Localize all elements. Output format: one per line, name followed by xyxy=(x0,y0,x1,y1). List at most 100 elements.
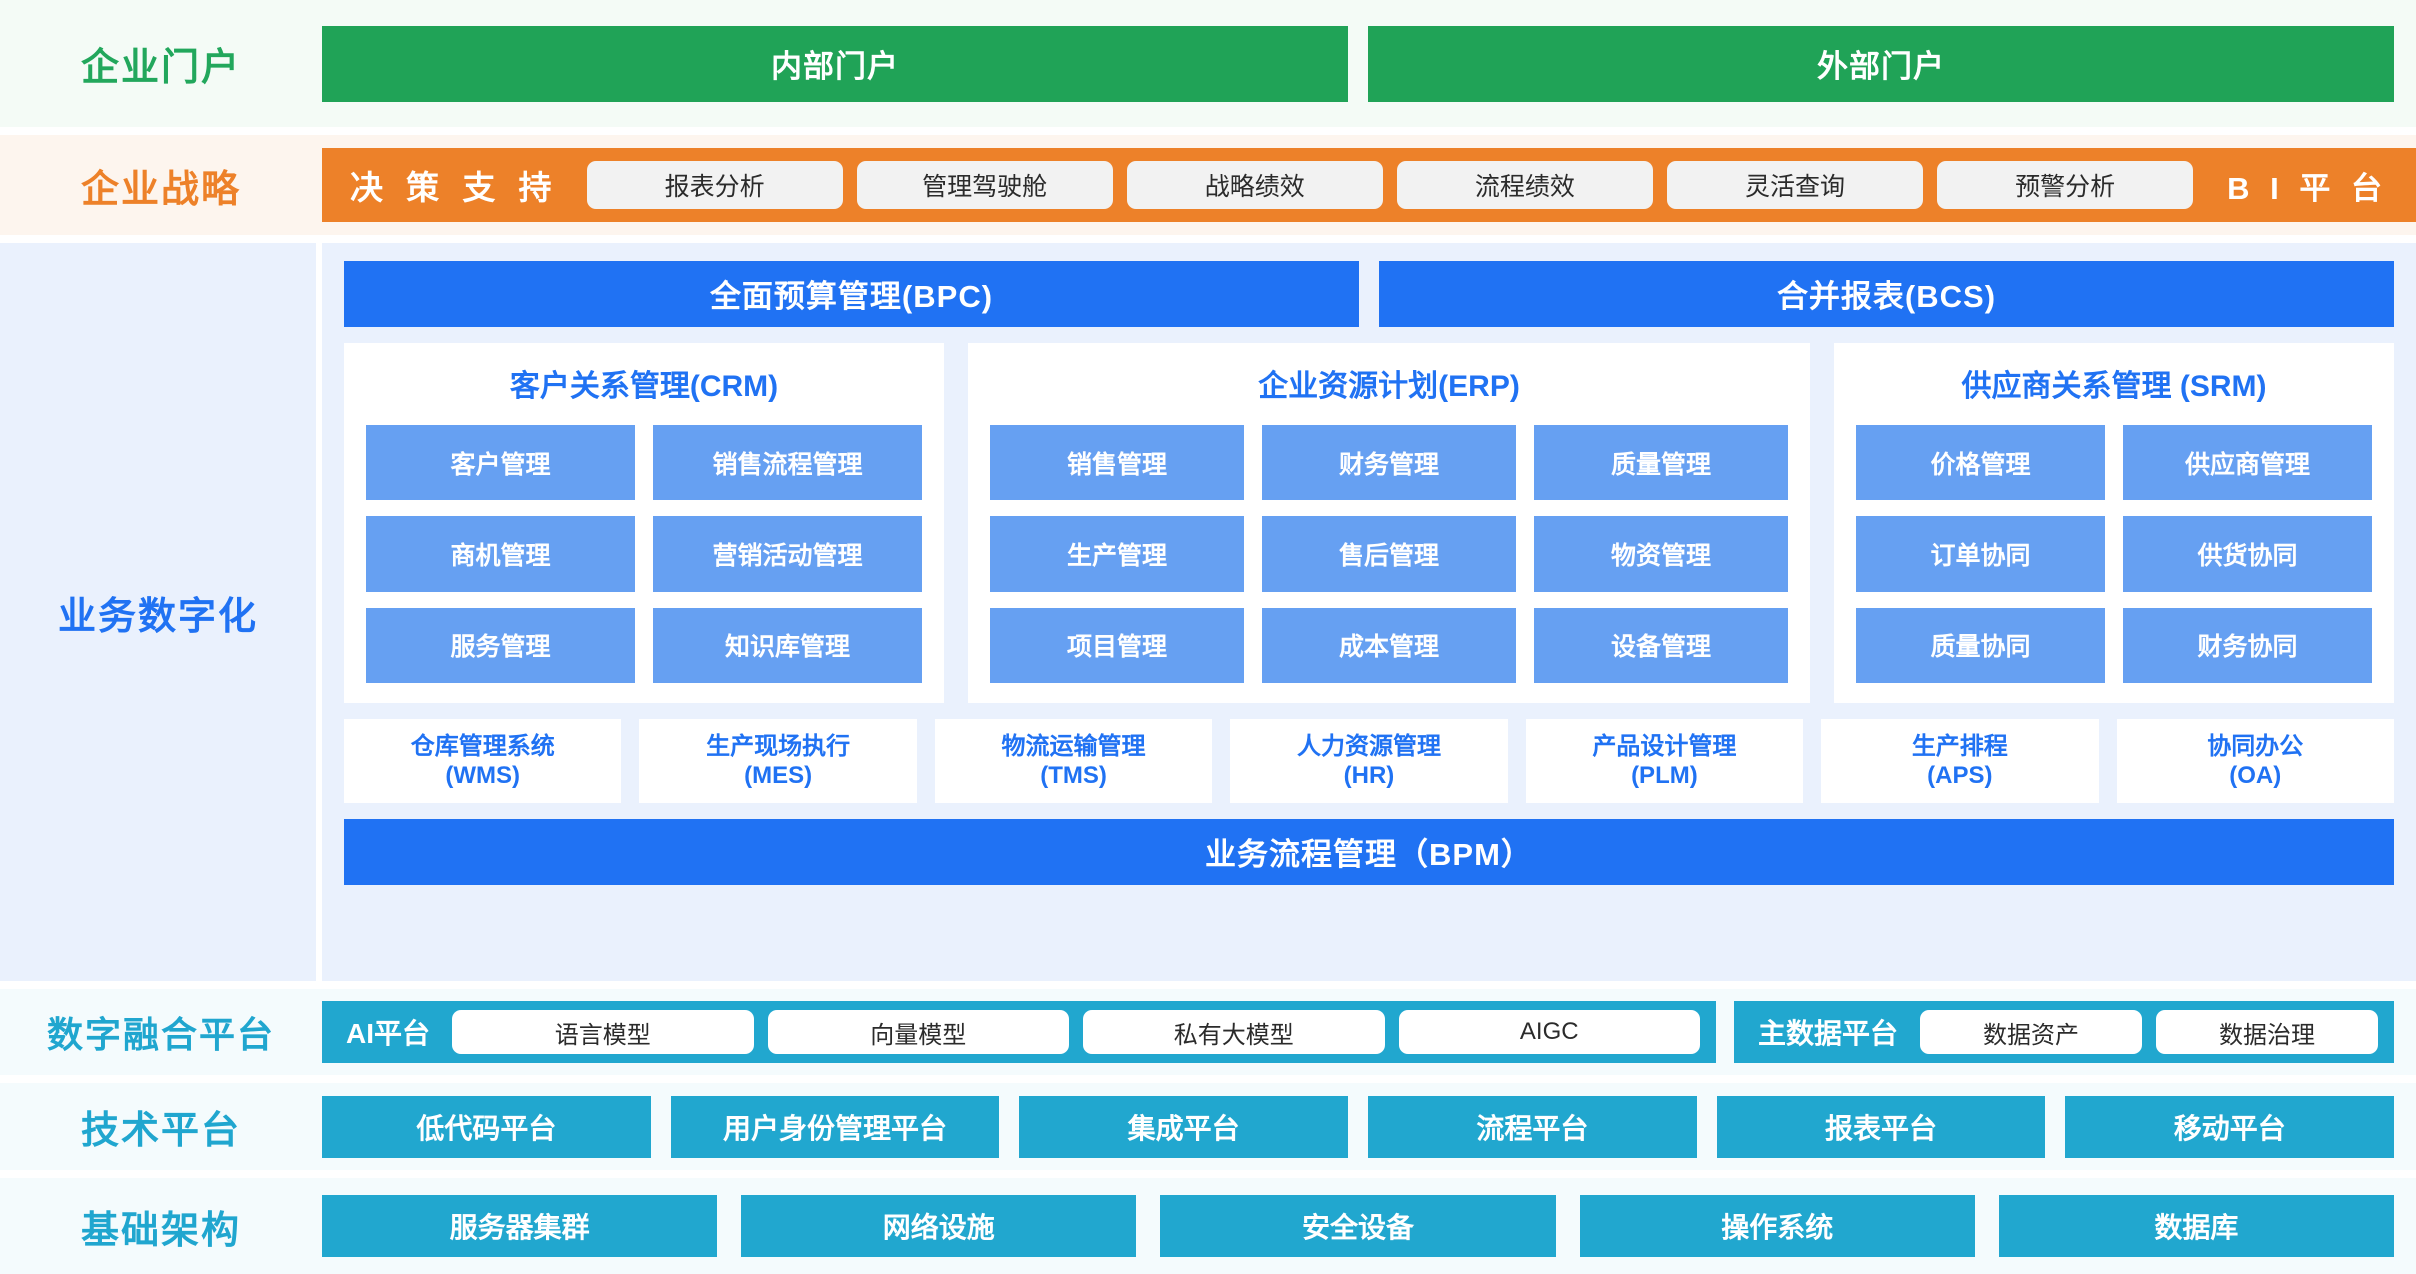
system-mes-abbr: (MES) xyxy=(744,761,813,789)
system-aps-name: 生产排程 xyxy=(1911,732,2008,760)
system-hr-name: 人力资源管理 xyxy=(1296,732,1441,760)
card-title-crm: 客户关系管理(CRM) xyxy=(509,369,779,403)
ai-pill-language-model[interactable]: 语言模型 xyxy=(452,1010,754,1055)
infra-box-network-facilities[interactable]: 网络设施 xyxy=(741,1195,1137,1258)
module-srm-supply-collaboration[interactable]: 供货协同 xyxy=(2123,516,2372,592)
module-crm-opportunity-management[interactable]: 商机管理 xyxy=(366,516,635,592)
module-erp-project-management[interactable]: 项目管理 xyxy=(990,607,1244,683)
system-hr[interactable]: 人力资源管理 (HR) xyxy=(1230,718,1508,803)
module-srm-quality-collaboration[interactable]: 质量协同 xyxy=(1856,607,2105,683)
system-tms[interactable]: 物流运输管理 (TMS) xyxy=(934,718,1213,803)
tech-box-integration-platform[interactable]: 集成平台 xyxy=(1019,1095,1349,1158)
module-erp-cost-management[interactable]: 成本管理 xyxy=(1262,607,1516,683)
ai-pill-aigc[interactable]: AIGC xyxy=(1398,1010,1701,1055)
card-title-erp: 企业资源计划(ERP) xyxy=(1258,369,1520,403)
strategy-pill-flexible-query[interactable]: 灵活查询 xyxy=(1666,161,1924,210)
ai-platform-title: AI平台 xyxy=(346,1018,431,1050)
module-erp-production-management[interactable]: 生产管理 xyxy=(990,516,1244,592)
row-label-business-digitization: 业务数字化 xyxy=(0,242,322,982)
system-plm-abbr: (PLM) xyxy=(1631,761,1698,789)
mdm-pill-data-governance[interactable]: 数据治理 xyxy=(2156,1010,2379,1055)
module-erp-quality-management[interactable]: 质量管理 xyxy=(1534,424,1788,501)
module-erp-equipment-management[interactable]: 设备管理 xyxy=(1534,607,1788,683)
decision-support-title: 决 策 支 持 xyxy=(350,169,559,207)
infra-box-database[interactable]: 数据库 xyxy=(1998,1195,2395,1258)
system-oa[interactable]: 协同办公 (OA) xyxy=(2116,718,2394,803)
bi-platform-title: B I 平 台 xyxy=(2227,170,2389,206)
portal-box-internal[interactable]: 内部门户 xyxy=(322,25,1348,102)
system-wms-name: 仓库管理系统 xyxy=(410,732,555,760)
infra-box-server-cluster[interactable]: 服务器集群 xyxy=(322,1195,718,1258)
module-srm-price-management[interactable]: 价格管理 xyxy=(1856,424,2105,501)
module-crm-knowledge-base-management[interactable]: 知识库管理 xyxy=(653,607,922,683)
bar-consolidated-report-bcs[interactable]: 合并报表(BCS) xyxy=(1379,260,2394,327)
row-digital-fusion-platform: 数字融合平台 AI平台 语言模型 向量模型 私有大模型 AIGC 主数据平台 数… xyxy=(0,989,2416,1075)
module-crm-service-management[interactable]: 服务管理 xyxy=(366,607,635,683)
strategy-pill-alert-analysis[interactable]: 预警分析 xyxy=(1937,161,2194,210)
strategy-pill-management-cockpit[interactable]: 管理驾驶舱 xyxy=(856,161,1113,210)
system-mes-name: 生产现场执行 xyxy=(706,732,851,760)
system-plm-name: 产品设计管理 xyxy=(1592,732,1737,760)
card-srm: 供应商关系管理 (SRM) 价格管理 供应商管理 订单协同 供货协同 质量协同 … xyxy=(1834,342,2394,703)
row-label-technology-platform: 技术平台 xyxy=(0,1082,322,1171)
module-erp-aftersales-management[interactable]: 售后管理 xyxy=(1262,516,1516,592)
strategy-body: 决 策 支 持 报表分析 管理驾驶舱 战略绩效 流程绩效 灵活查询 预警分析 B… xyxy=(322,135,2416,235)
system-wms-abbr: (WMS) xyxy=(445,761,521,789)
module-erp-finance-management[interactable]: 财务管理 xyxy=(1262,424,1516,501)
master-data-platform-title: 主数据平台 xyxy=(1758,1018,1899,1050)
strategy-pill-report-analysis[interactable]: 报表分析 xyxy=(586,161,843,210)
business-body: 全面预算管理(BPC) 合并报表(BCS) 客户关系管理(CRM) 客户管理 销… xyxy=(322,242,2416,982)
bar-budget-management-bpc[interactable]: 全面预算管理(BPC) xyxy=(344,260,1359,327)
ai-pill-vector-model[interactable]: 向量模型 xyxy=(767,1010,1070,1055)
module-srm-supplier-management[interactable]: 供应商管理 xyxy=(2123,424,2372,501)
card-crm: 客户关系管理(CRM) 客户管理 销售流程管理 商机管理 营销活动管理 服务管理… xyxy=(344,342,944,703)
module-srm-order-collaboration[interactable]: 订单协同 xyxy=(1856,516,2105,592)
card-grid-erp: 销售管理 财务管理 质量管理 生产管理 售后管理 物资管理 项目管理 成本管理 … xyxy=(990,424,1788,683)
system-aps-abbr: (APS) xyxy=(1927,761,1993,789)
tech-box-low-code-platform[interactable]: 低代码平台 xyxy=(322,1095,651,1158)
row-enterprise-portal: 企业门户 内部门户 外部门户 xyxy=(0,0,2416,128)
ai-pill-private-large-model[interactable]: 私有大模型 xyxy=(1083,1010,1385,1055)
system-hr-abbr: (HR) xyxy=(1343,761,1395,789)
group-ai-platform: AI平台 语言模型 向量模型 私有大模型 AIGC xyxy=(322,1001,1716,1064)
system-plm[interactable]: 产品设计管理 (PLM) xyxy=(1525,718,1804,803)
row-infrastructure: 基础架构 服务器集群 网络设施 安全设备 操作系统 数据库 xyxy=(0,1178,2416,1274)
strategy-pill-process-performance[interactable]: 流程绩效 xyxy=(1396,161,1653,210)
tech-box-identity-management-platform[interactable]: 用户身份管理平台 xyxy=(670,1095,1000,1158)
row-enterprise-strategy: 企业战略 决 策 支 持 报表分析 管理驾驶舱 战略绩效 流程绩效 灵活查询 预… xyxy=(0,135,2416,235)
system-oa-name: 协同办公 xyxy=(2207,732,2304,760)
infra-box-operating-system[interactable]: 操作系统 xyxy=(1579,1195,1975,1258)
mdm-pill-data-assets[interactable]: 数据资产 xyxy=(1920,1010,2143,1055)
system-tms-name: 物流运输管理 xyxy=(1001,732,1146,760)
infra-box-security-devices[interactable]: 安全设备 xyxy=(1160,1195,1556,1258)
module-crm-customer-management[interactable]: 客户管理 xyxy=(366,424,635,501)
tech-box-mobile-platform[interactable]: 移动平台 xyxy=(2065,1095,2395,1158)
portal-boxes: 内部门户 外部门户 xyxy=(322,0,2416,128)
infra-boxes: 服务器集群 网络设施 安全设备 操作系统 数据库 xyxy=(322,1178,2416,1274)
business-top-bars: 全面预算管理(BPC) 合并报表(BCS) xyxy=(344,260,2394,327)
bar-business-process-management-bpm[interactable]: 业务流程管理（BPM） xyxy=(344,818,2394,885)
card-title-srm: 供应商关系管理 (SRM) xyxy=(1961,369,2267,403)
system-oa-abbr: (OA) xyxy=(2229,761,2282,789)
module-erp-sales-management[interactable]: 销售管理 xyxy=(990,424,1244,501)
card-grid-srm: 价格管理 供应商管理 订单协同 供货协同 质量协同 财务协同 xyxy=(1856,424,2372,683)
business-system-cards: 客户关系管理(CRM) 客户管理 销售流程管理 商机管理 营销活动管理 服务管理… xyxy=(344,342,2394,703)
module-crm-sales-process-management[interactable]: 销售流程管理 xyxy=(653,424,922,501)
group-master-data-platform: 主数据平台 数据资产 数据治理 xyxy=(1734,1001,2394,1064)
tech-box-reporting-platform[interactable]: 报表平台 xyxy=(1716,1095,2046,1158)
decision-support-bar: 决 策 支 持 报表分析 管理驾驶舱 战略绩效 流程绩效 灵活查询 预警分析 B… xyxy=(322,148,2416,223)
module-crm-marketing-campaign-management[interactable]: 营销活动管理 xyxy=(653,516,922,592)
system-wms[interactable]: 仓库管理系统 (WMS) xyxy=(344,718,622,803)
row-label-enterprise-strategy: 企业战略 xyxy=(0,135,322,235)
tech-box-process-platform[interactable]: 流程平台 xyxy=(1368,1095,1697,1158)
portal-box-external[interactable]: 外部门户 xyxy=(1368,25,2394,102)
module-erp-materials-management[interactable]: 物资管理 xyxy=(1534,516,1788,592)
row-business-digitization: 业务数字化 全面预算管理(BPC) 合并报表(BCS) 客户关系管理(CRM) … xyxy=(0,242,2416,982)
system-aps[interactable]: 生产排程 (APS) xyxy=(1821,718,2099,803)
module-srm-finance-collaboration[interactable]: 财务协同 xyxy=(2123,607,2372,683)
card-grid-crm: 客户管理 销售流程管理 商机管理 营销活动管理 服务管理 知识库管理 xyxy=(366,424,922,683)
system-mes[interactable]: 生产现场执行 (MES) xyxy=(639,718,917,803)
tech-boxes: 低代码平台 用户身份管理平台 集成平台 流程平台 报表平台 移动平台 xyxy=(322,1082,2416,1171)
strategy-pill-strategic-performance[interactable]: 战略绩效 xyxy=(1126,161,1383,210)
